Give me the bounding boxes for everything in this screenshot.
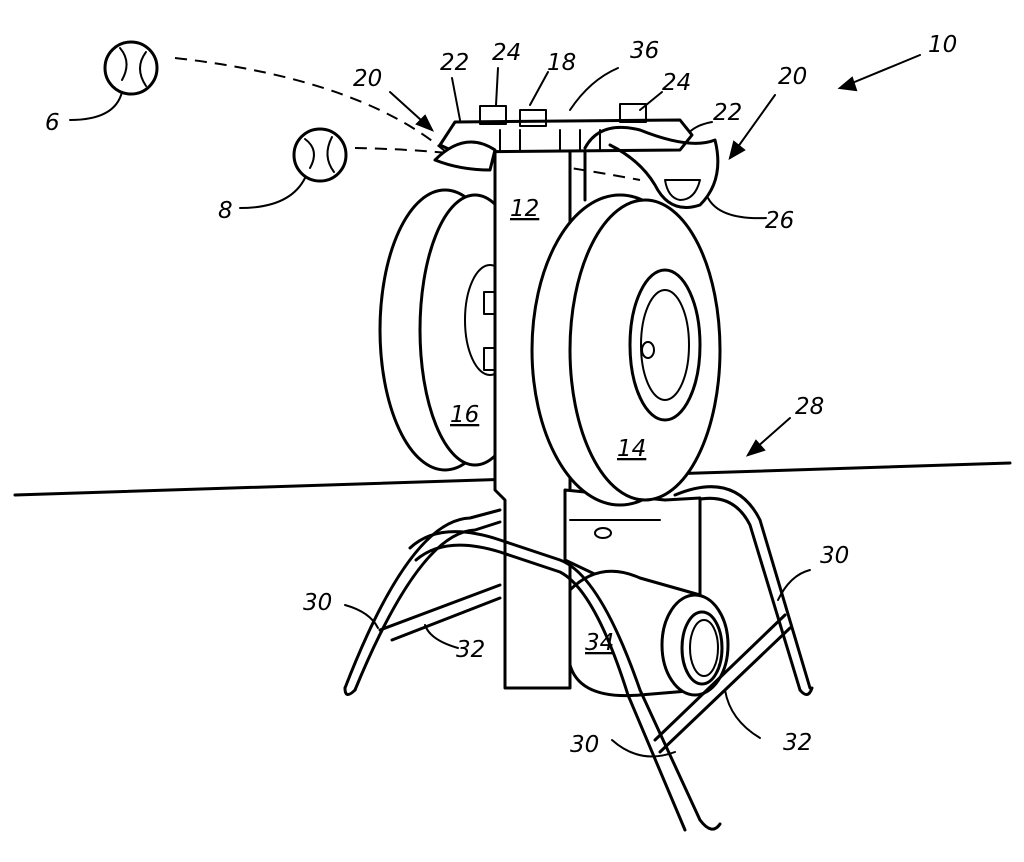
label-24-right: 24 [662,70,691,96]
label-6: 6 [45,110,60,136]
ball-guide-26 [583,125,720,209]
label-30-left: 30 [303,590,332,616]
label-12: 12 [510,196,539,222]
arrow-20-left [389,91,435,132]
label-28: 28 [795,394,824,420]
label-20-right: 20 [778,64,807,90]
front-frame-30 [343,530,814,832]
label-22-right: 22 [713,100,742,126]
arrow-20-right [728,94,776,161]
label-34: 34 [585,630,614,656]
trajectory-path-ball-8 [354,147,641,181]
label-30-right: 30 [820,543,849,569]
leader-lines [69,67,811,758]
label-14: 14 [617,436,646,462]
label-24-left: 24 [492,40,521,66]
ball-6 [103,40,159,96]
label-22-left: 22 [440,50,469,76]
label-30-bottom: 30 [570,732,599,758]
arrow-28 [745,417,791,457]
label-16: 16 [450,402,479,428]
label-18: 18 [547,50,576,76]
label-10: 10 [928,32,957,58]
label-32-right: 32 [783,730,812,756]
wheel-14 [530,193,722,507]
label-20-left: 20 [353,66,382,92]
label-8: 8 [218,198,233,224]
arrow-10 [837,54,921,92]
label-32-left: 32 [456,637,485,663]
trajectory-path-ball-6 [174,57,456,161]
label-26: 26 [765,208,794,234]
label-36: 36 [630,38,659,64]
ball-8 [292,127,348,183]
